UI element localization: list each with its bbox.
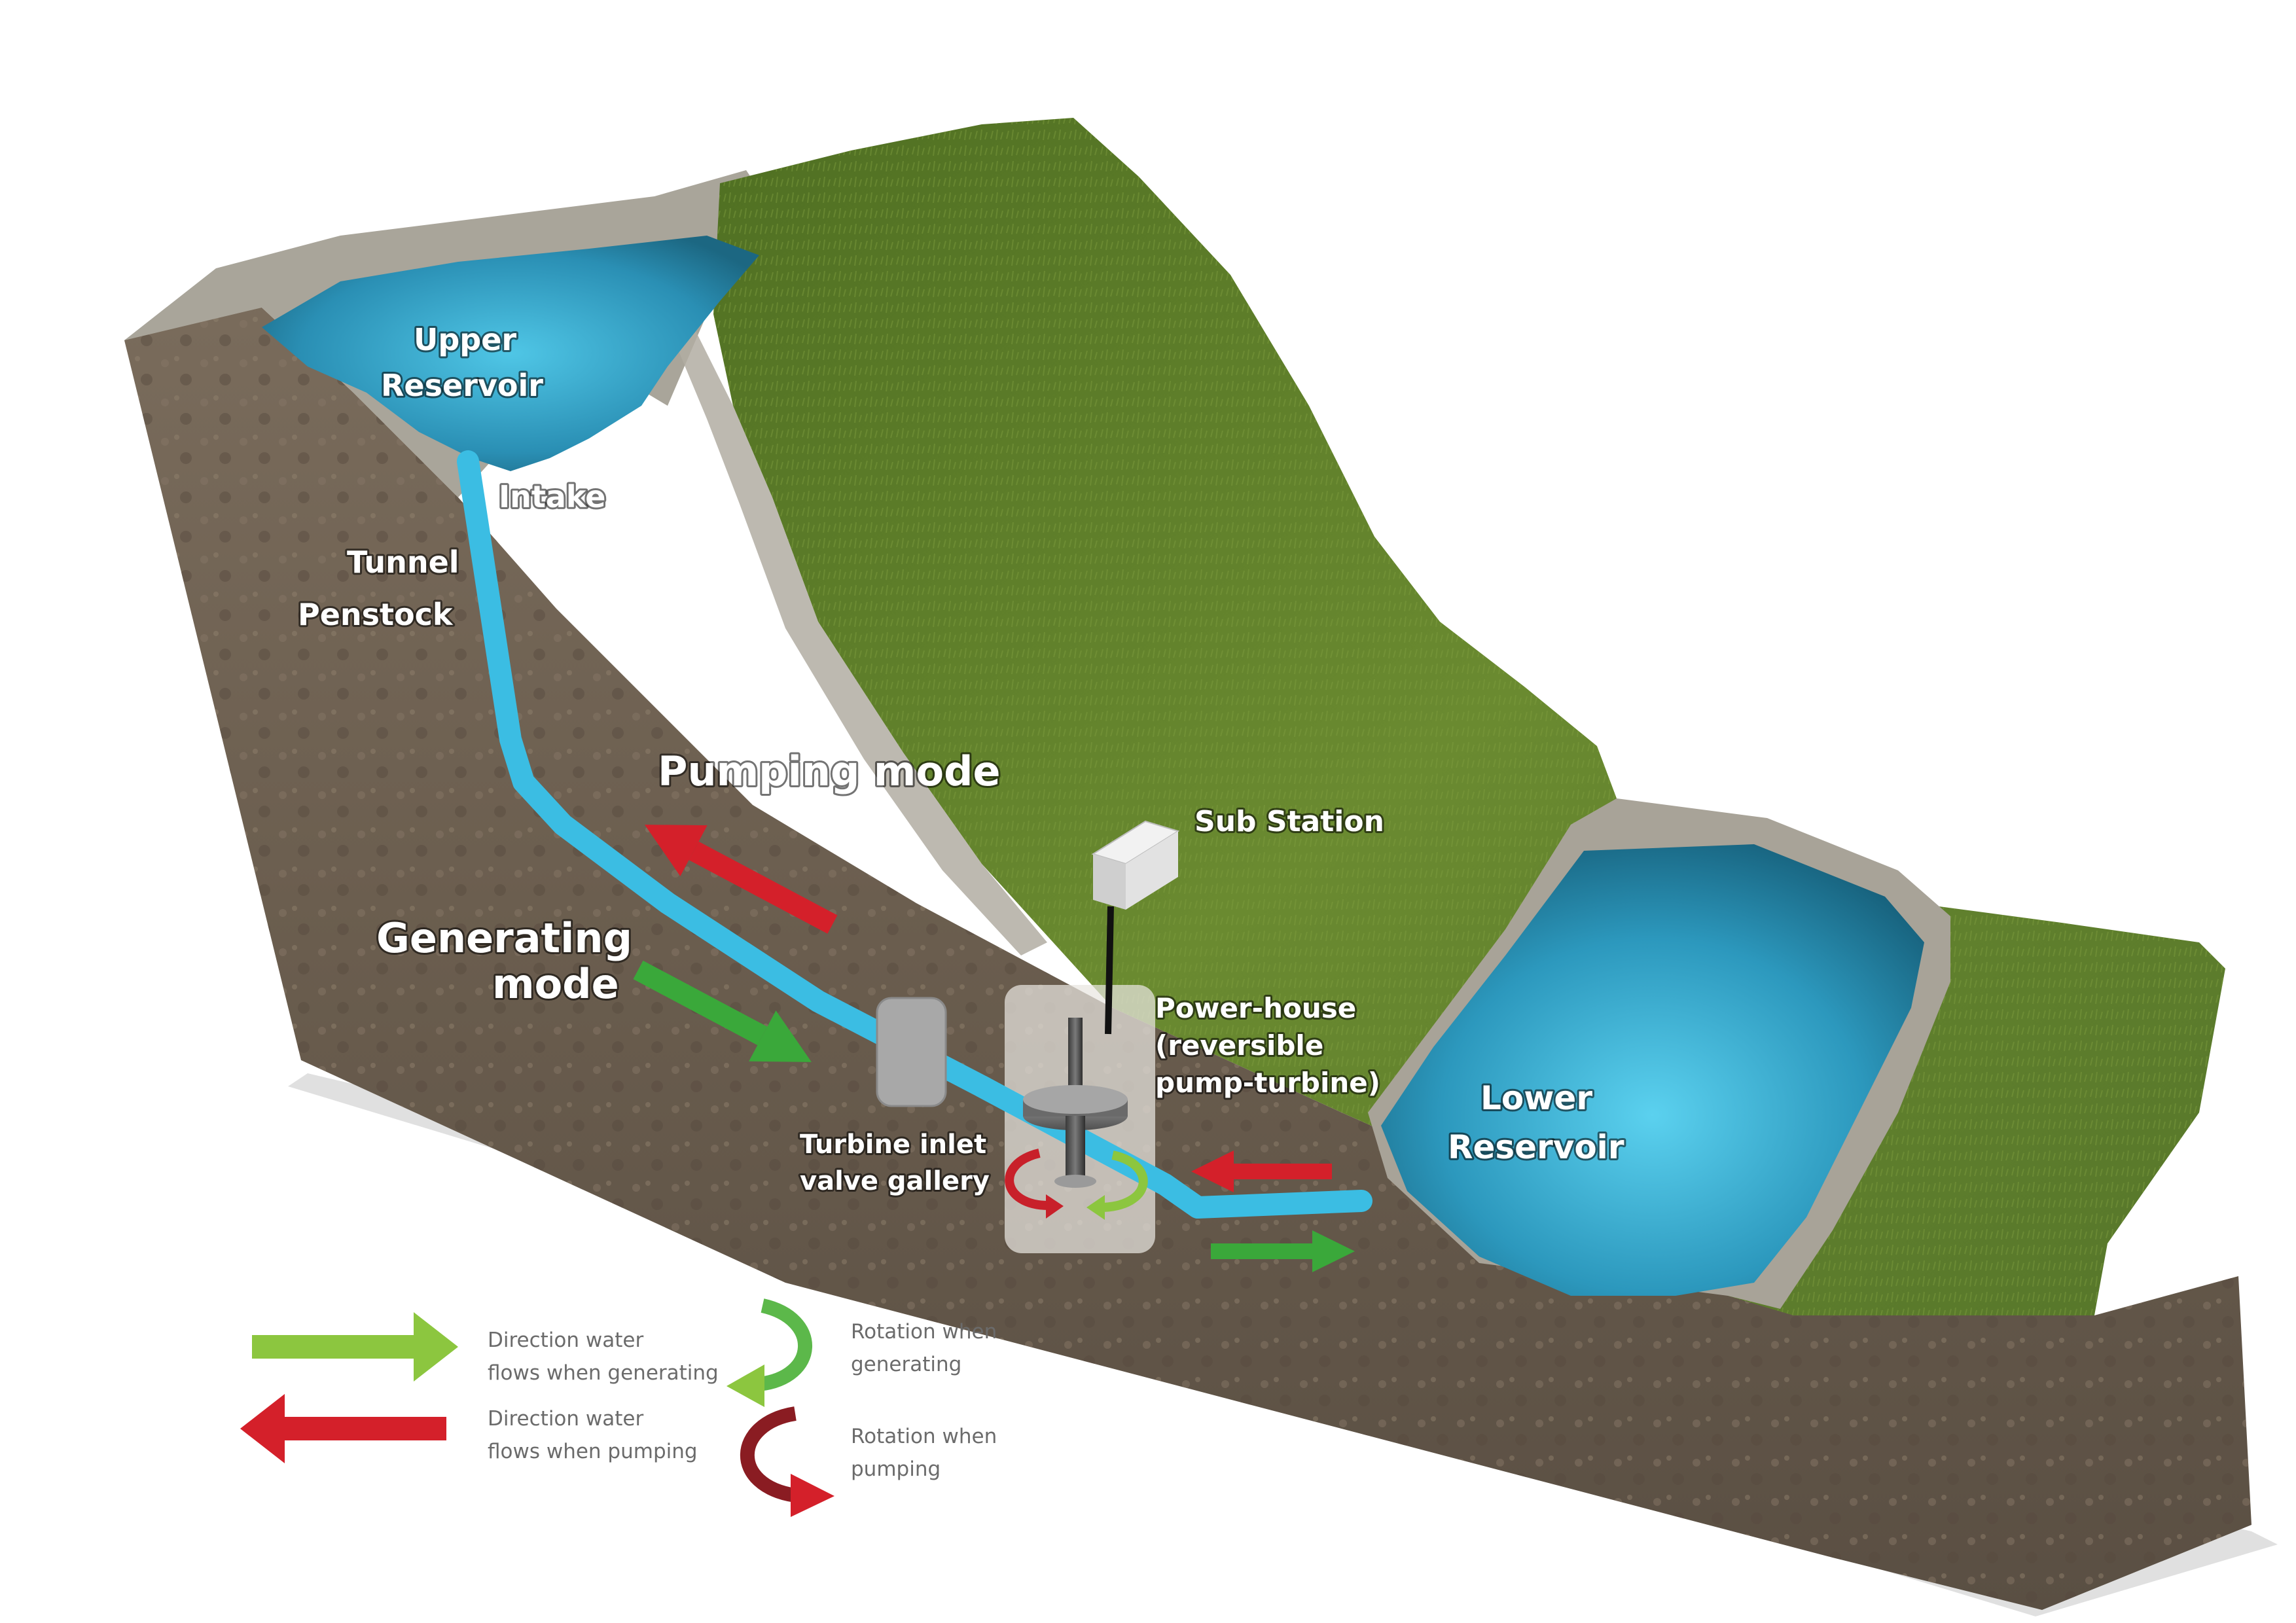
sub-station-label: Sub Station	[1194, 805, 1384, 838]
legend-generating-rotation-text: Rotation when generating	[851, 1320, 1003, 1376]
sub-station	[1091, 820, 1180, 910]
lower-reservoir-water	[1381, 844, 1924, 1296]
legend-generating-rotation-icon	[726, 1298, 812, 1407]
generating-mode-label: Generating mode	[376, 914, 647, 1008]
power-house-label: Power-house (reversible pump-turbine)	[1155, 992, 1380, 1099]
pump-turbine-unit	[1023, 1018, 1128, 1188]
generating-rotation-arrowhead	[1086, 1195, 1105, 1220]
legend-pumping-rotation-text: Rotation when pumping	[851, 1425, 1003, 1481]
pumping-mode-arrow	[644, 825, 838, 934]
turbine-inlet-valve-gallery	[876, 997, 947, 1107]
rocky-ridge	[674, 327, 1047, 955]
power-cable	[1105, 906, 1114, 1035]
turbine-inlet-label: Turbine inlet valve gallery	[800, 1130, 996, 1196]
legend-pumping-flow-arrow	[240, 1394, 446, 1463]
generating-mode-arrow	[633, 960, 812, 1062]
legend-pumping-flow-text: Direction water flows when pumping	[488, 1407, 698, 1463]
pumping-rotation-arrowhead	[1046, 1194, 1064, 1219]
lower-generating-arrow	[1211, 1230, 1355, 1272]
lower-pumping-arrow	[1191, 1150, 1332, 1192]
legend-generating-flow-arrow	[252, 1312, 458, 1382]
legend-generating-flow-text: Direction water flows when generating	[488, 1329, 719, 1385]
generating-rotation-icon	[1099, 1150, 1148, 1212]
pumping-rotation-icon	[1005, 1149, 1049, 1210]
upper-reservoir-label: Upper Reservoir	[381, 322, 543, 403]
legend: Direction water flows when generating Di…	[240, 1298, 1003, 1517]
legend-pumping-rotation-icon	[740, 1406, 834, 1517]
pumping-mode-label: Pumping mode	[658, 747, 1001, 795]
intake-label: Intake	[499, 479, 605, 514]
tunnel-penstock-label: Tunnel Penstock	[298, 544, 470, 632]
upper-reservoir-water	[262, 236, 759, 471]
lower-reservoir-label: Lower Reservoir	[1448, 1079, 1624, 1166]
rock-texture	[124, 281, 2251, 1610]
